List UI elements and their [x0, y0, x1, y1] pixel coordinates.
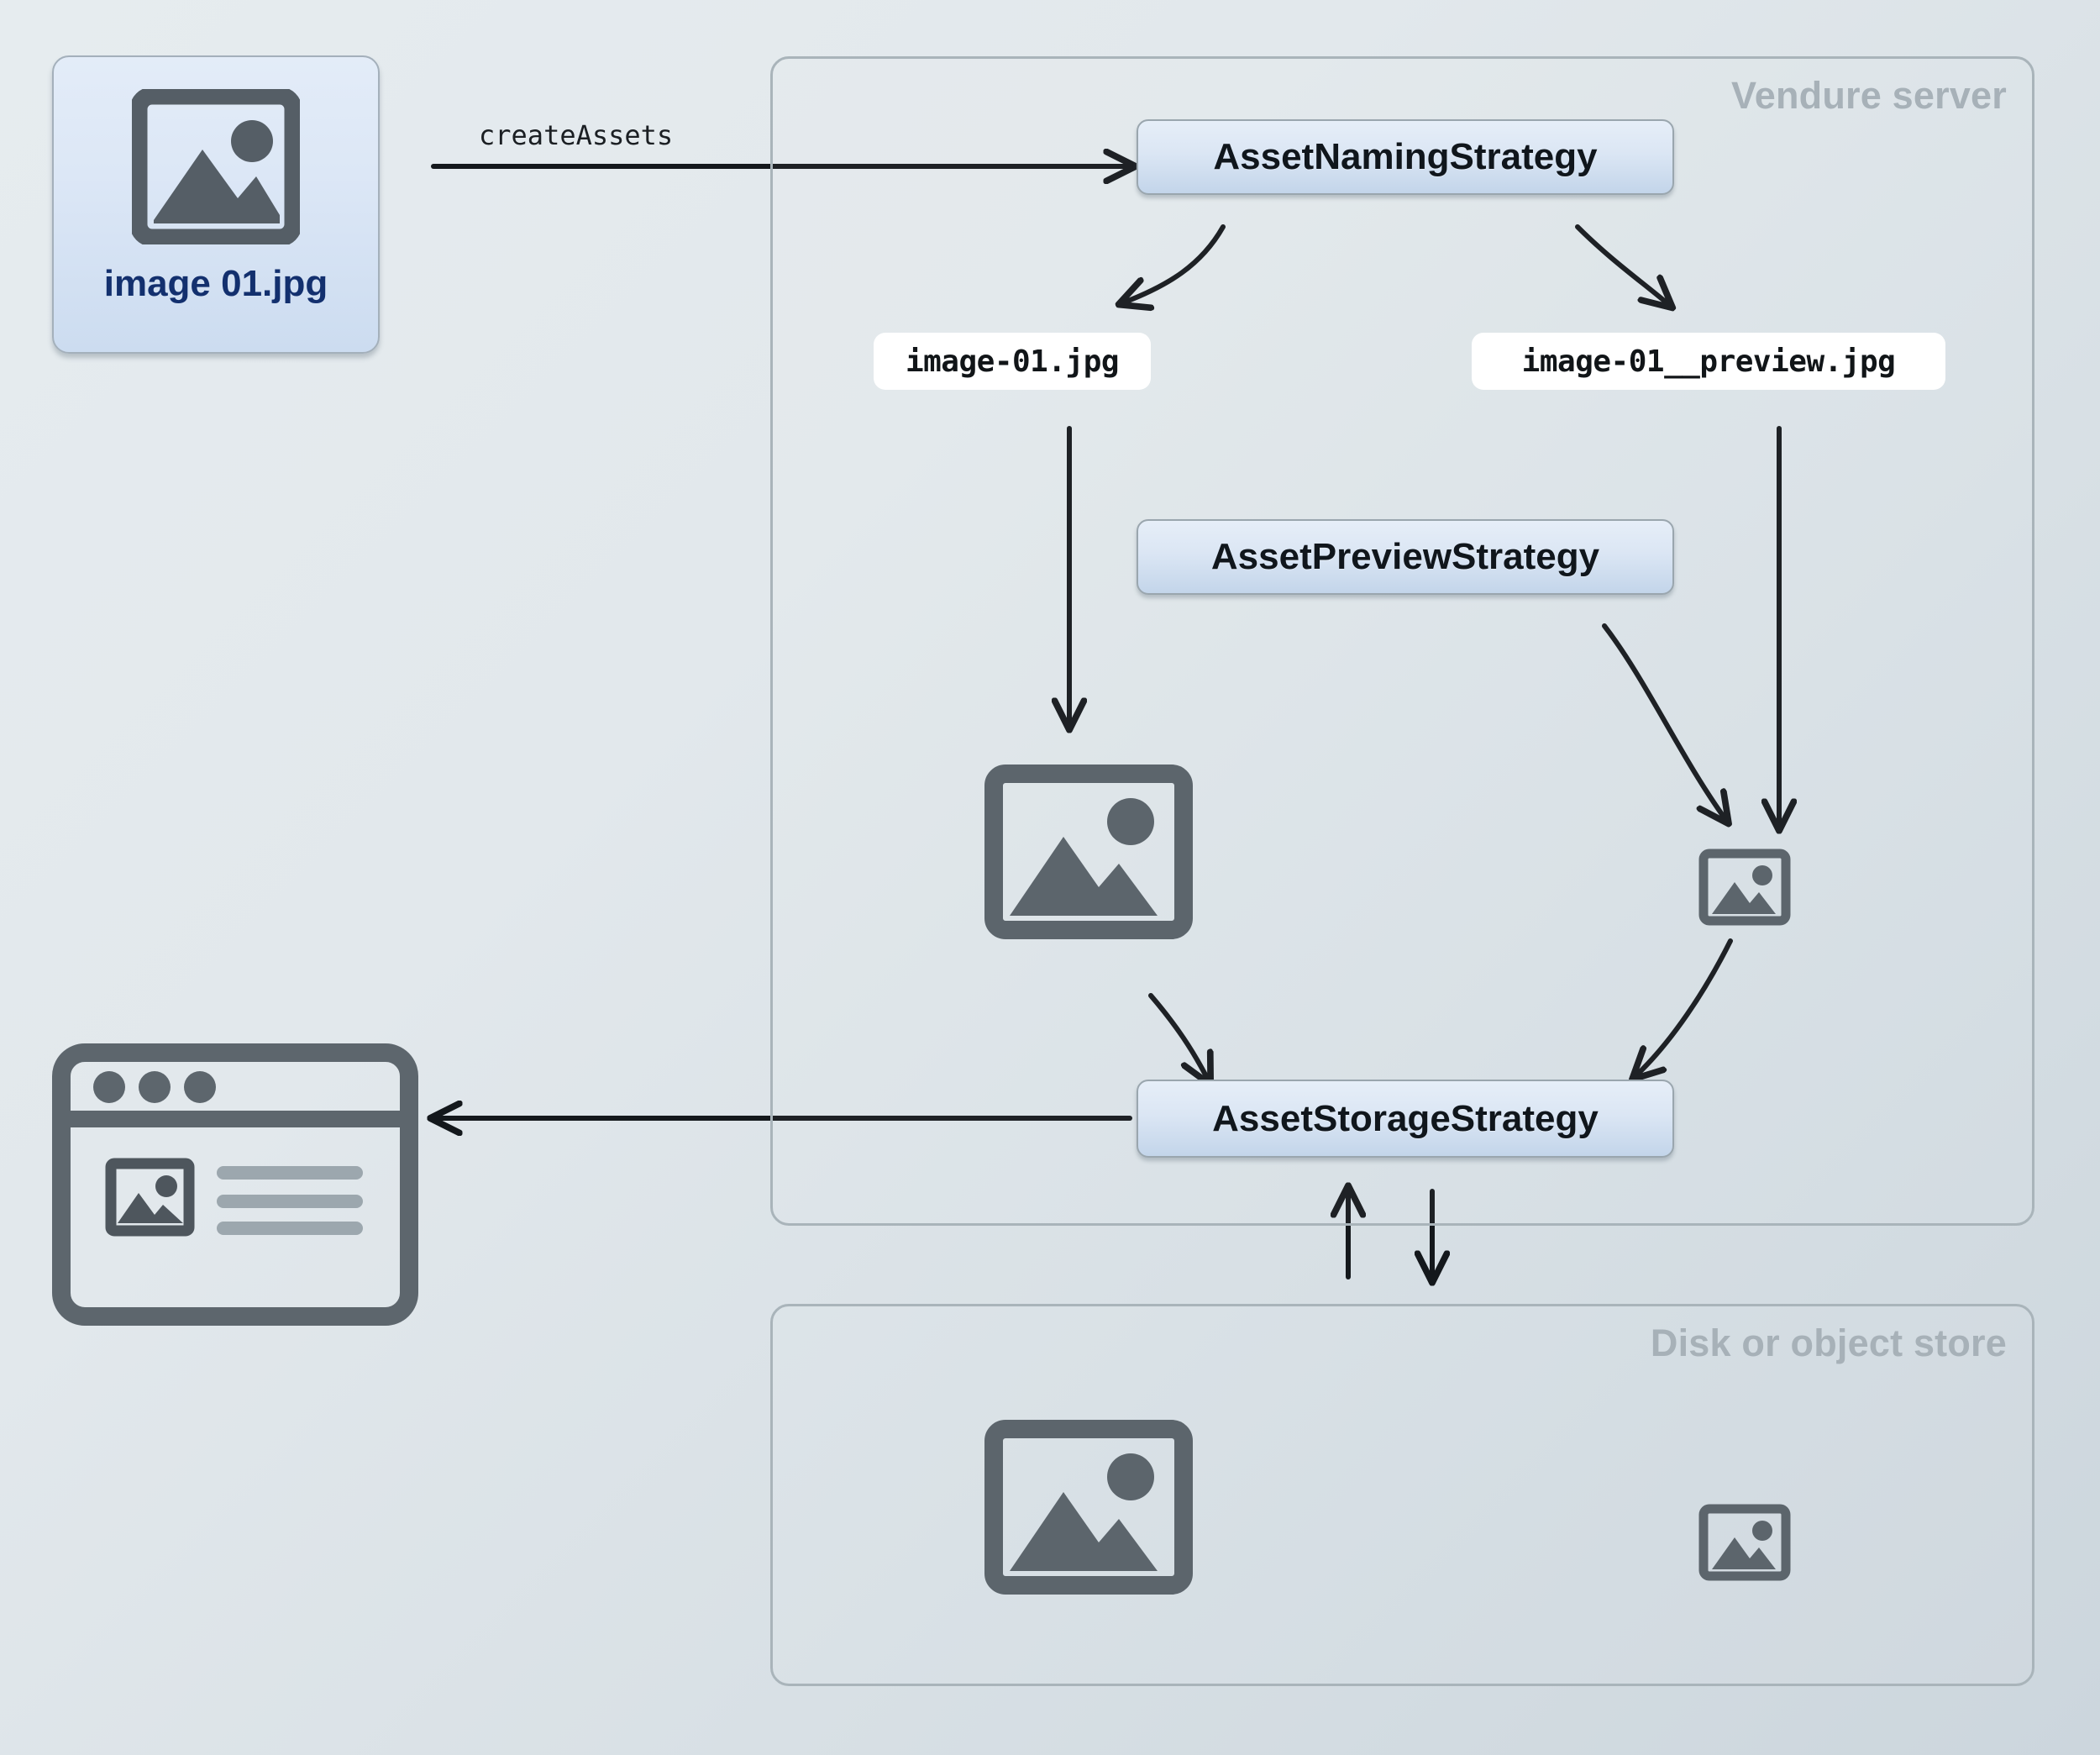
node-asset-storage-strategy-label: AssetStorageStrategy [1212, 1097, 1599, 1139]
node-asset-naming-strategy[interactable]: AssetNamingStrategy [1137, 119, 1674, 195]
server-preview-image-icon-small [1698, 849, 1791, 926]
store-preview-image-icon-small [1698, 1504, 1791, 1581]
chip-preview-filename-label: image-01__preview.jpg [1521, 344, 1896, 379]
browser-window-icon[interactable] [50, 1042, 420, 1327]
node-asset-naming-strategy-label: AssetNamingStrategy [1213, 136, 1598, 177]
node-asset-preview-strategy-label: AssetPreviewStrategy [1210, 536, 1600, 577]
group-vendure-server-label: Vendure server [1731, 74, 2007, 117]
chip-source-filename-label: image-01.jpg [905, 344, 1120, 379]
source-asset-card[interactable]: image 01.jpg [52, 55, 380, 354]
chip-source-filename: image-01.jpg [874, 333, 1151, 390]
edge-label-create-assets: createAssets [479, 119, 674, 151]
chip-preview-filename: image-01__preview.jpg [1472, 333, 1945, 390]
group-disk-or-object-store-label: Disk or object store [1650, 1322, 2007, 1364]
browser-text-lines [217, 1166, 363, 1235]
store-image-icon [984, 1420, 1193, 1595]
node-asset-preview-strategy[interactable]: AssetPreviewStrategy [1137, 519, 1674, 595]
group-vendure-server: Vendure server [770, 56, 2034, 1226]
browser-dots [93, 1071, 216, 1103]
group-disk-or-object-store: Disk or object store [770, 1304, 2034, 1686]
image-icon [132, 89, 300, 244]
node-asset-storage-strategy[interactable]: AssetStorageStrategy [1137, 1080, 1674, 1158]
browser-thumbnail-image-icon [105, 1158, 195, 1237]
server-image-icon [984, 765, 1193, 939]
source-asset-filename: image 01.jpg [103, 263, 328, 304]
